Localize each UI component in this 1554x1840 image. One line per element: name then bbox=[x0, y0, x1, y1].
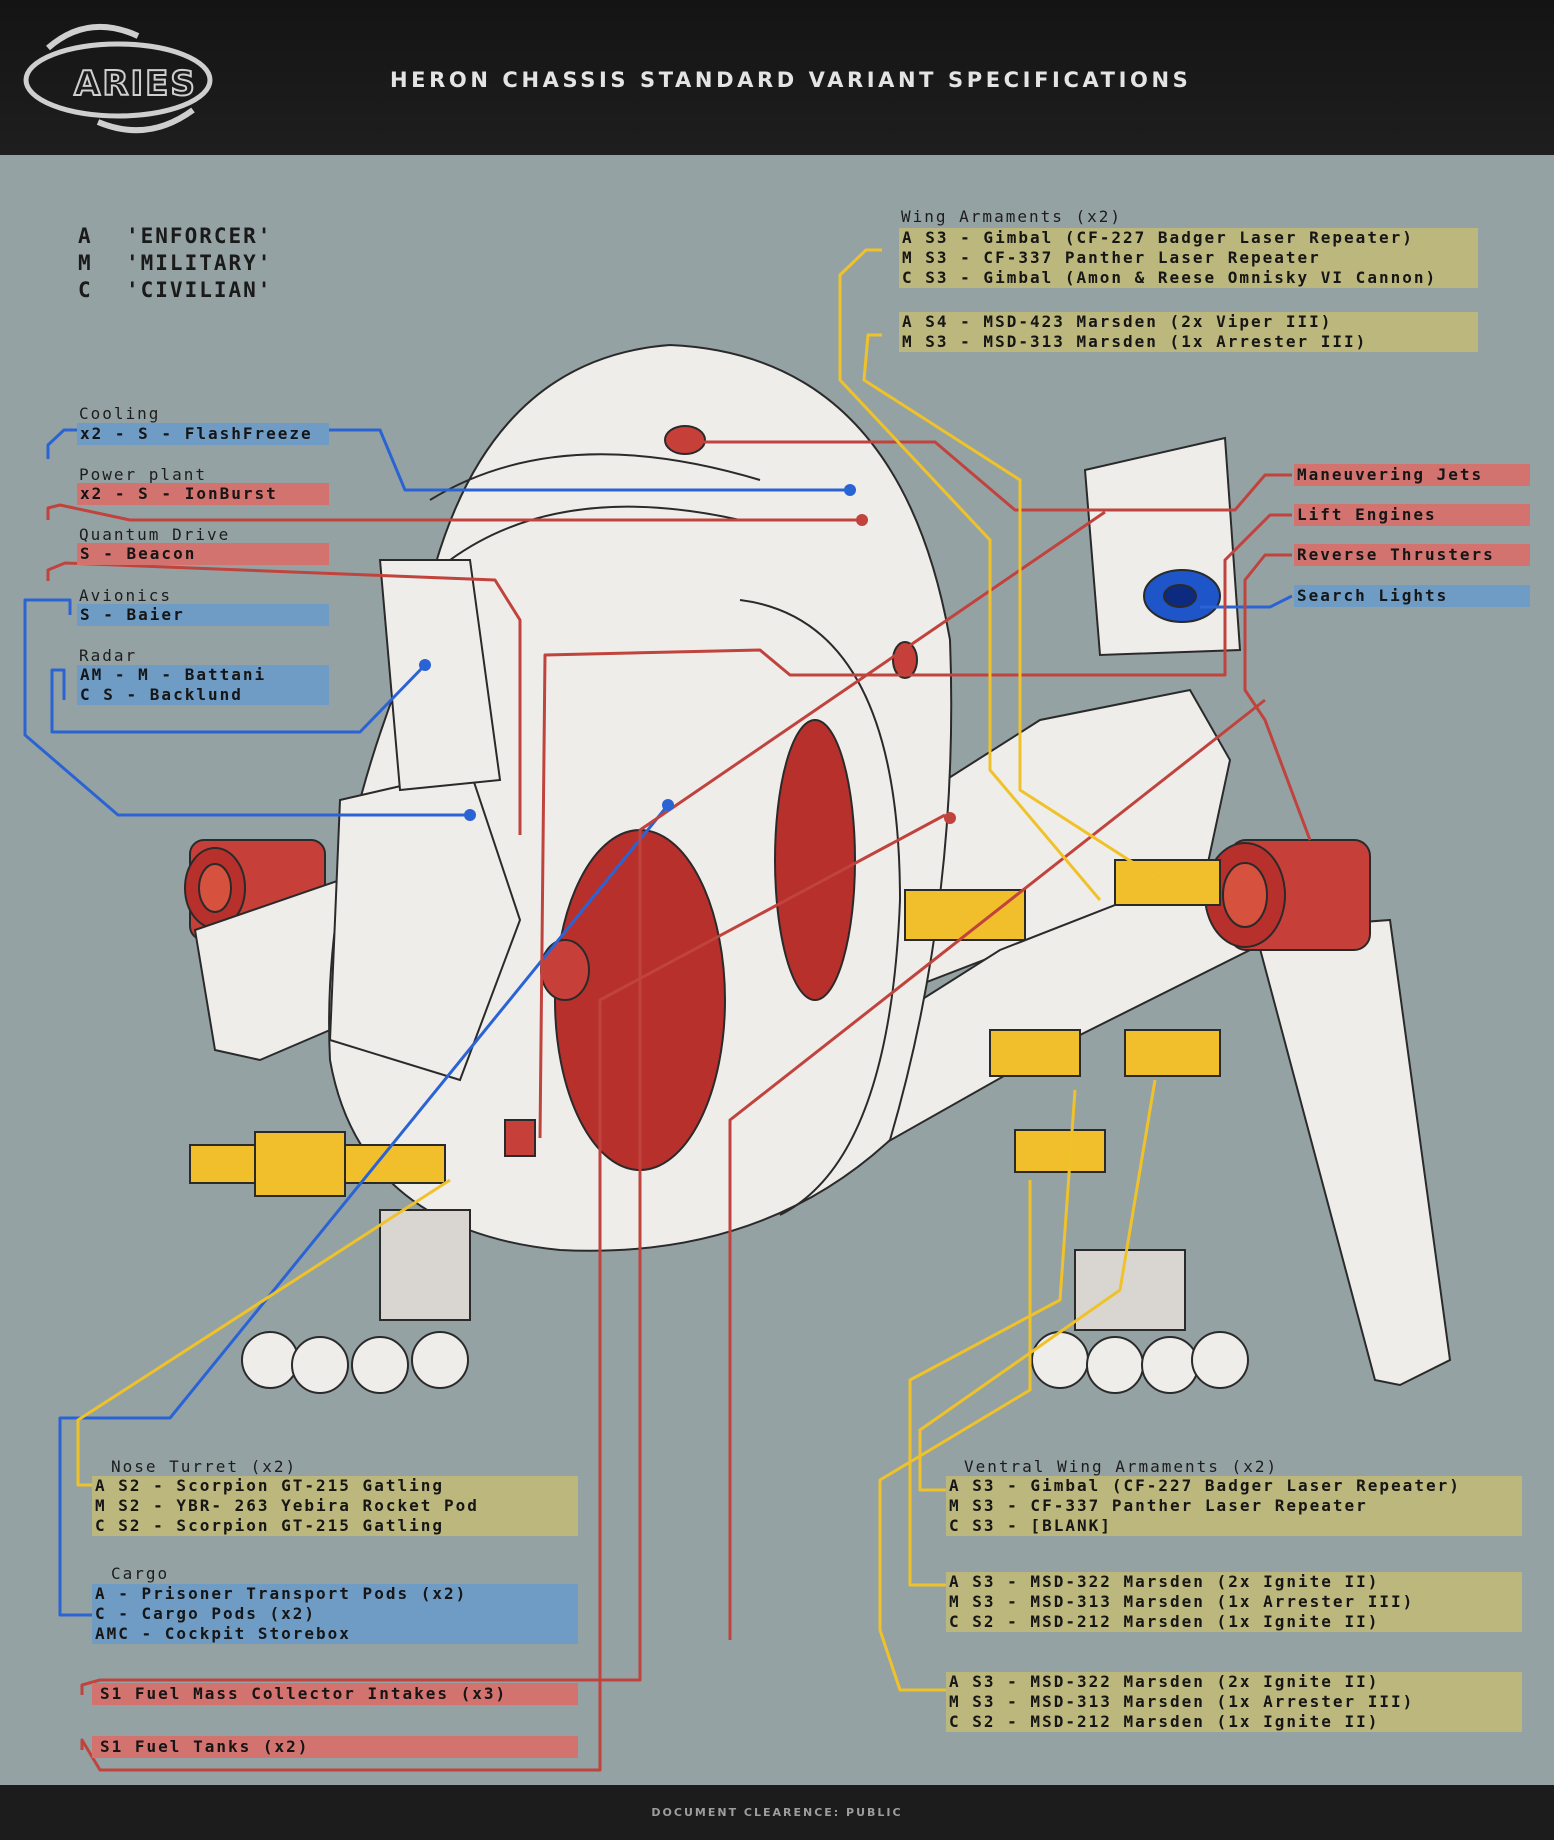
clearance-text: DOCUMENT CLEARENCE: PUBLIC bbox=[651, 1806, 903, 1819]
avionics-spec: S - Baier bbox=[77, 604, 329, 626]
ventral-missile-2-m: M S3 - MSD-313 Marsden (1x Arrester III) bbox=[946, 1692, 1522, 1712]
leader-wing-armaments bbox=[838, 248, 1102, 901]
legend-row-civilian: C 'CIVILIAN' bbox=[78, 278, 273, 302]
leader-endpoints bbox=[419, 484, 956, 824]
variant-legend: A 'ENFORCER' M 'MILITARY' C 'CIVILIAN' bbox=[78, 224, 272, 305]
wing-missile-a: A S4 - MSD-423 Marsden (2x Viper III) bbox=[899, 312, 1478, 332]
reverse-thrusters-label: Reverse Thrusters bbox=[1294, 544, 1530, 566]
power-plant-spec: x2 - S - IonBurst bbox=[77, 483, 329, 505]
legend-row-military: M 'MILITARY' bbox=[78, 251, 273, 275]
leader-wing-armaments-2 bbox=[862, 333, 1161, 882]
ship-illustration bbox=[184, 343, 1452, 1394]
leader-quantum-drive bbox=[46, 561, 522, 835]
leader-search-lights bbox=[1200, 594, 1293, 609]
leader-avionics bbox=[23, 598, 470, 817]
avionics-label: Avionics bbox=[79, 586, 173, 605]
wing-armament-a: A S3 - Gimbal (CF-227 Badger Laser Repea… bbox=[899, 228, 1478, 248]
ventral-missile-2-c: C S2 - MSD-212 Marsden (1x Ignite II) bbox=[946, 1712, 1522, 1732]
ventral-missile-1-c: C S2 - MSD-212 Marsden (1x Ignite II) bbox=[946, 1612, 1522, 1632]
power-plant-label: Power plant bbox=[79, 465, 207, 484]
search-lights-label: Search Lights bbox=[1294, 585, 1530, 607]
ventral-missile-1-m: M S3 - MSD-313 Marsden (1x Arrester III) bbox=[946, 1592, 1522, 1612]
radar-label: Radar bbox=[79, 646, 138, 665]
leader-power-plant bbox=[46, 503, 862, 522]
ventral-missile-1-a: A S3 - MSD-322 Marsden (2x Ignite II) bbox=[946, 1572, 1522, 1592]
header-bar: ARIES HERON CHASSIS STANDARD VARIANT SPE… bbox=[0, 0, 1554, 155]
lift-engines-label: Lift Engines bbox=[1294, 504, 1530, 526]
wing-missile-m: M S3 - MSD-313 Marsden (1x Arrester III) bbox=[899, 332, 1478, 352]
leader-ventral-3 bbox=[878, 1180, 1032, 1692]
legend-row-enforcer: A 'ENFORCER' bbox=[78, 224, 273, 248]
document-title: HERON CHASSIS STANDARD VARIANT SPECIFICA… bbox=[390, 68, 1192, 92]
ventral-armament-c: C S3 - [BLANK] bbox=[946, 1516, 1522, 1536]
leader-fuel-intakes bbox=[80, 510, 1106, 1695]
leader-ventral-1 bbox=[918, 1079, 1157, 1492]
ventral-armament-m: M S3 - CF-337 Panther Laser Repeater bbox=[946, 1496, 1522, 1516]
radar-spec-c: C S - Backlund bbox=[77, 685, 329, 705]
nose-turret-c: C S2 - Scorpion GT-215 Gatling bbox=[92, 1516, 578, 1536]
leader-fuel-tanks bbox=[80, 813, 946, 1772]
nose-turret-m: M S2 - YBR- 263 Yebira Rocket Pod bbox=[92, 1496, 578, 1516]
logo-text: ARIES bbox=[73, 63, 197, 105]
leader-fuel-tank-2 bbox=[728, 698, 1266, 1640]
leader-nose-turret bbox=[76, 1178, 451, 1487]
leader-ventral-2 bbox=[908, 1089, 1077, 1587]
fuel-tanks-label: S1 Fuel Tanks (x2) bbox=[92, 1736, 578, 1758]
fuel-intakes-label: S1 Fuel Mass Collector Intakes (x3) bbox=[92, 1683, 578, 1705]
cargo-c: C - Cargo Pods (x2) bbox=[92, 1604, 578, 1624]
ventral-missile-2-a: A S3 - MSD-322 Marsden (2x Ignite II) bbox=[946, 1672, 1522, 1692]
leader-reverse-thrusters bbox=[1243, 553, 1312, 841]
leader-lift-engines bbox=[538, 513, 1292, 1139]
footer-bar: DOCUMENT CLEARENCE: PUBLIC bbox=[0, 1785, 1554, 1840]
aries-logo: ARIES bbox=[18, 18, 218, 138]
quantum-drive-spec: S - Beacon bbox=[77, 543, 329, 565]
leader-radar bbox=[50, 663, 427, 734]
wing-armaments-label: Wing Armaments (x2) bbox=[901, 207, 1123, 226]
nose-turret-a: A S2 - Scorpion GT-215 Gatling bbox=[92, 1476, 578, 1496]
maneuvering-jets-label: Maneuvering Jets bbox=[1294, 464, 1530, 486]
cooling-label: Cooling bbox=[79, 404, 161, 423]
radar-spec-am: AM - M - Battani bbox=[77, 665, 329, 685]
ventral-wing-armaments-label: Ventral Wing Armaments (x2) bbox=[964, 1457, 1279, 1476]
nose-turret-label: Nose Turret (x2) bbox=[111, 1457, 298, 1476]
wing-armament-m: M S3 - CF-337 Panther Laser Repeater bbox=[899, 248, 1478, 268]
cargo-amc: AMC - Cockpit Storebox bbox=[92, 1624, 578, 1644]
cargo-a: A - Prisoner Transport Pods (x2) bbox=[92, 1584, 578, 1604]
cargo-label: Cargo bbox=[111, 1564, 170, 1583]
wing-armament-c: C S3 - Gimbal (Amon & Reese Omnisky VI C… bbox=[899, 268, 1478, 288]
ventral-armament-a: A S3 - Gimbal (CF-227 Badger Laser Repea… bbox=[946, 1476, 1522, 1496]
cooling-spec: x2 - S - FlashFreeze bbox=[77, 423, 329, 445]
leader-cargo bbox=[58, 804, 670, 1617]
leader-maneuvering-jets bbox=[700, 440, 1292, 512]
quantum-drive-label: Quantum Drive bbox=[79, 525, 231, 544]
